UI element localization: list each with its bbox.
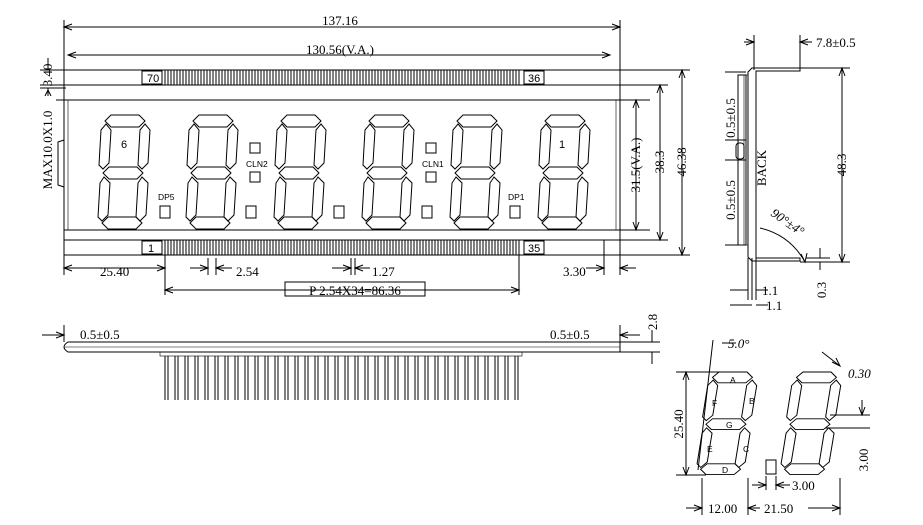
lcd-digit-5 (185, 114, 239, 230)
lcd-digit-1 (537, 114, 591, 230)
dp5-label: DP5 (158, 192, 175, 202)
lcd-digit-4 (273, 114, 327, 230)
pin-label-1: 1 (148, 243, 154, 255)
pin-label-35: 35 (528, 243, 540, 255)
segment-g-label: G (726, 420, 733, 430)
va-width-dim: 130.56(V.A.) (306, 42, 374, 57)
va-height-dim: 31.5(V.A.) (628, 137, 643, 192)
segment-d-label: D (722, 465, 728, 475)
lead-width-dim-2: 1.1 (766, 298, 782, 313)
segment-a-label: A (730, 375, 736, 385)
bottom-pins (164, 356, 519, 400)
colon1-lower (425, 171, 437, 183)
dp2-segment (421, 205, 433, 219)
segment-e-label: E (707, 444, 713, 454)
dp4-segment (245, 205, 257, 219)
pin-span-dim: P 2.54X34=86.36 (309, 283, 401, 298)
bottom-view: 0.5±0.5 0.5±0.5 2.8 (42, 314, 660, 400)
colon1-upper (425, 142, 437, 154)
side-view: 7.8±0.5 BACK 0.5±0.5 0.5±0.5 48.3 90°±4°… (723, 35, 856, 313)
side-height-dim: 48.3 (834, 154, 849, 177)
glass-height-dim: 38.3 (652, 151, 667, 174)
lcd-digit-3 (361, 114, 415, 230)
top-pin-row (164, 70, 520, 85)
pin-offset-dim: 7.8±0.5 (816, 35, 856, 50)
lower-tolerance-dim: 0.5±0.5 (723, 180, 738, 220)
digit-height-dim: 25.40 (671, 409, 686, 438)
back-label: BACK (754, 149, 769, 186)
colon2-lower (249, 171, 261, 183)
detail-dp-segment (765, 459, 777, 475)
bottom-right-tolerance-dim: 0.5±0.5 (550, 327, 590, 342)
upper-tolerance-dim: 0.5±0.5 (723, 98, 738, 138)
segment-c-label: C (743, 444, 749, 454)
lcd-digit-6 (97, 114, 151, 230)
dp5-segment (159, 205, 171, 219)
detail-digit-2 (779, 371, 843, 476)
front-view: 137.16 130.56(V.A.) 3.40 MAX10.0X1.0 70 … (40, 13, 690, 298)
overall-height-dim: 46.38 (674, 147, 689, 176)
body-thickness-dim: 2.8 (645, 314, 660, 330)
pin-pitch-dim: 2.54 (236, 264, 259, 279)
digit-detail: 5.0° 25.40 A B C D E F G 0.30 3.00 (671, 336, 871, 516)
segment-f-label: F (712, 398, 717, 408)
digit-width-dim: 12.00 (708, 501, 737, 516)
dp3-segment (333, 205, 345, 219)
bottom-left-tolerance-dim: 0.5±0.5 (80, 327, 120, 342)
digit-1-number: 1 (559, 139, 565, 151)
digit-pitch-dim: 21.50 (764, 501, 793, 516)
colon1-label: CLN1 (422, 159, 444, 169)
colon2-upper (249, 142, 261, 154)
segment-b-label: B (749, 396, 755, 406)
lead-width-dim-1: 1.1 (762, 283, 778, 298)
colon2-label: CLN2 (246, 159, 268, 169)
pin-width-dim: 1.27 (372, 264, 395, 279)
overall-width-dim: 137.16 (322, 13, 358, 28)
dp-size-horizontal-dim: 3.00 (792, 478, 815, 493)
bottom-pin-row (164, 240, 520, 255)
dp1-label: DP1 (508, 192, 525, 202)
left-offset-dim: 25.40 (100, 264, 129, 279)
pin-label-36: 36 (528, 73, 540, 85)
dp1-segment (509, 205, 521, 219)
angle-dim: 90°±4° (768, 205, 807, 239)
digit-6-number: 6 (121, 139, 127, 151)
lcd-digit-2 (449, 114, 503, 230)
right-offset-dim: 3.30 (563, 264, 586, 279)
slant-angle-dim: 5.0° (728, 336, 749, 351)
dp-size-vertical-dim: 3.00 (856, 449, 871, 472)
pin-label-70: 70 (147, 73, 159, 85)
lead-thickness-dim: 0.3 (814, 282, 829, 298)
max-thickness-dim: MAX10.0X1.0 (40, 111, 55, 190)
stroke-width-dim: 0.30 (848, 366, 871, 381)
top-offset-dim: 3.40 (40, 64, 55, 87)
